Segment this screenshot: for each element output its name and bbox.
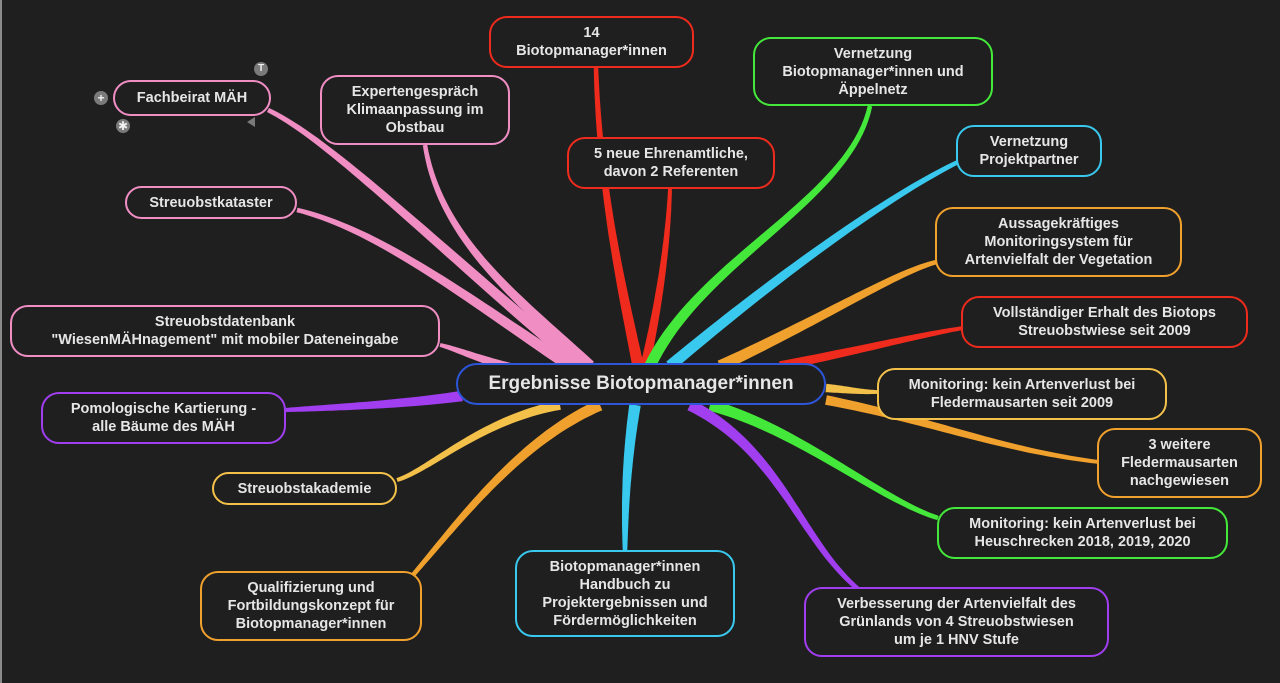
topic-label: Streuobstdatenbank "WiesenMÄHnagement" m…	[51, 314, 399, 348]
topic-label: Vollständiger Erhalt des Biotops Streuob…	[993, 305, 1216, 339]
topic-monitoring-heuschrecken[interactable]: Monitoring: kein Artenverlust bei Heusch…	[937, 507, 1228, 559]
topic-streuobstakademie[interactable]: Streuobstakademie	[212, 472, 397, 505]
topic-label: Pomologische Kartierung - alle Bäume des…	[70, 401, 257, 435]
topic-gruenland[interactable]: Verbesserung der Artenvielfalt des Grünl…	[804, 587, 1109, 657]
topic-weitere-fledermausarten[interactable]: 3 weitere Fledermausarten nachgewiesen	[1097, 428, 1262, 498]
topic-expertengespraech[interactable]: Expertengespräch Klimaanpassung im Obstb…	[320, 75, 510, 145]
connector-biotopmanager14	[593, 67, 644, 368]
topic-label: Qualifizierung und Fortbildungskonzept f…	[227, 580, 395, 632]
canvas-left-border	[0, 0, 2, 683]
connector-fledermaus-monitoring	[825, 383, 879, 395]
topic-ehrenamtliche[interactable]: 5 neue Ehrenamtliche, davon 2 Referenten	[567, 137, 775, 189]
topic-streuobstkataster[interactable]: Streuobstkataster	[125, 186, 297, 219]
connector-qualifizierung	[411, 399, 603, 577]
topic-label: Aussagekräftiges Monitoringsystem für Ar…	[964, 216, 1153, 268]
connector-pomologie	[285, 390, 463, 413]
topic-label: Verbesserung der Artenvielfalt des Grünl…	[837, 596, 1076, 648]
add-topic-handle-icon[interactable]: +	[94, 91, 108, 105]
collapse-arrow-icon[interactable]	[247, 117, 255, 127]
topic-vollstaendiger-erhalt[interactable]: Vollständiger Erhalt des Biotops Streuob…	[961, 296, 1248, 348]
topic-monitoringsystem[interactable]: Aussagekräftiges Monitoringsystem für Ar…	[935, 207, 1182, 277]
connector-expertengespraech	[422, 144, 594, 371]
topic-handbuch[interactable]: Biotopmanager*innen Handbuch zu Projekte…	[515, 550, 735, 637]
topic-label: 14 Biotopmanager*innen	[516, 25, 667, 59]
connector-monitoringsystem	[717, 259, 938, 372]
connector-handbuch	[622, 404, 641, 552]
topic-label: 5 neue Ehrenamtliche, davon 2 Referenten	[594, 146, 748, 180]
connector-heuschrecken	[708, 399, 939, 521]
connector-fachbeirat	[267, 108, 584, 371]
topic-label: Monitoring: kein Artenverlust bei Fleder…	[908, 377, 1136, 411]
central-topic[interactable]: Ergebnisse Biotopmanager*innen	[456, 363, 826, 405]
connector-vernetzung-pp	[666, 160, 959, 371]
topic-fachbeirat[interactable]: Fachbeirat MÄH	[113, 80, 271, 116]
topic-label: Vernetzung Biotopmanager*innen und Äppel…	[782, 45, 964, 98]
topic-type-handle-icon[interactable]: T	[254, 62, 268, 76]
topic-label: 3 weitere Fledermausarten nachgewiesen	[1121, 437, 1238, 489]
connector-akademie	[396, 400, 561, 482]
topic-label: Vernetzung Projektpartner	[979, 134, 1079, 168]
central-topic-label: Ergebnisse Biotopmanager*innen	[488, 373, 794, 394]
topic-label: Expertengespräch Klimaanpassung im Obstb…	[346, 84, 484, 136]
topic-pomologische-kartierung[interactable]: Pomologische Kartierung - alle Bäume des…	[41, 392, 286, 444]
topic-biotopmanager-14[interactable]: 14 Biotopmanager*innen	[489, 16, 694, 68]
connector-ehrenamtliche	[640, 188, 672, 368]
topic-label: Streuobstakademie	[237, 480, 372, 497]
topic-streuobstdatenbank[interactable]: Streuobstdatenbank "WiesenMÄHnagement" m…	[10, 305, 440, 357]
topic-vernetzung-projektpartner[interactable]: Vernetzung Projektpartner	[956, 125, 1102, 177]
topic-vernetzung-biotopmanager[interactable]: Vernetzung Biotopmanager*innen und Äppel…	[753, 37, 993, 106]
topic-label: Fachbeirat MÄH	[136, 90, 248, 106]
connector-erhalt	[779, 326, 964, 371]
star-handle-icon[interactable]: ✱	[116, 119, 130, 133]
plus-glyph: +	[97, 91, 105, 105]
topic-label: Streuobstkataster	[149, 194, 273, 211]
star-glyph: ✱	[117, 119, 129, 133]
t-glyph: T	[257, 63, 265, 74]
topic-qualifizierung[interactable]: Qualifizierung und Fortbildungskonzept f…	[200, 571, 422, 641]
topic-label: Monitoring: kein Artenverlust bei Heusch…	[969, 516, 1196, 550]
connector-vernetzung-bm	[644, 105, 873, 369]
connector-gruenland	[687, 399, 860, 591]
topic-monitoring-fledermaus[interactable]: Monitoring: kein Artenverlust bei Fleder…	[877, 368, 1167, 420]
connector-streuobstkataster	[296, 207, 574, 371]
topic-label: Biotopmanager*innen Handbuch zu Projekte…	[542, 558, 708, 629]
